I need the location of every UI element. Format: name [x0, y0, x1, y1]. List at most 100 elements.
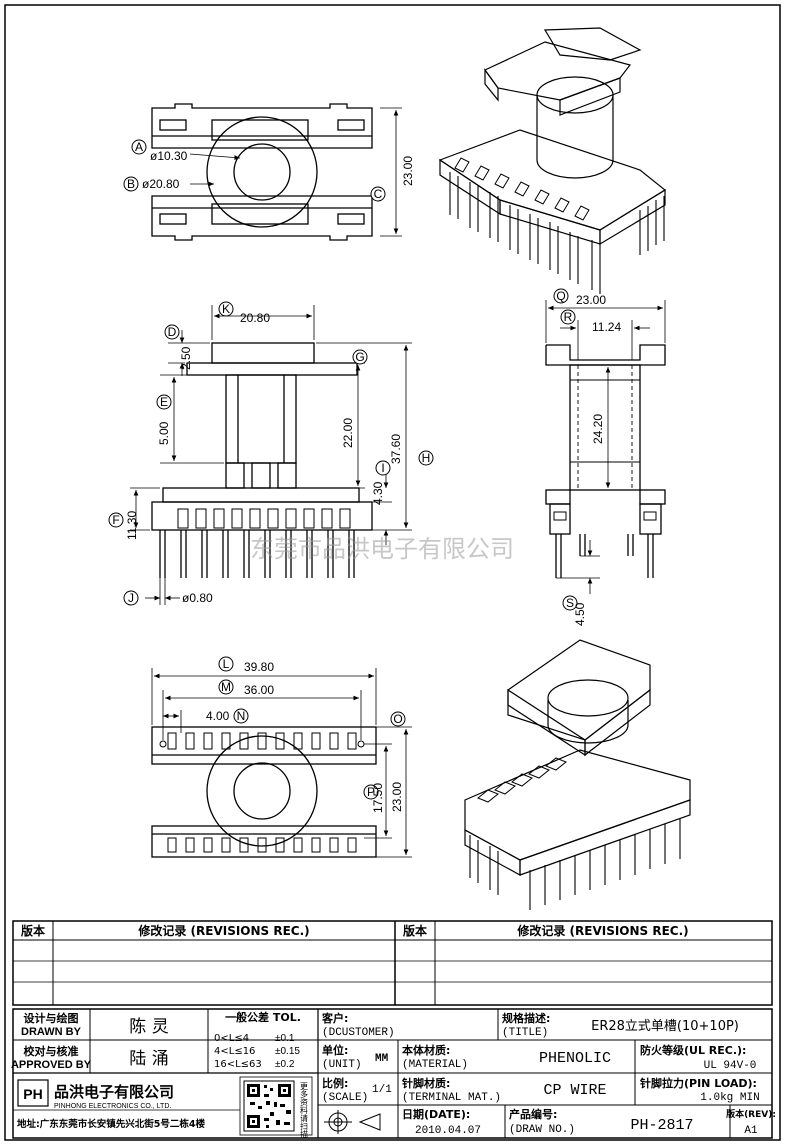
- marker-g: G: [355, 350, 364, 364]
- revisions-headers: 版本 修改记录 (REVISIONS REC.) 版本 修改记录 (REVISI…: [21, 923, 689, 938]
- qr-side-text: 更多资料请扫描: [300, 1082, 309, 1139]
- draw-no-label-en: (DRAW NO.): [509, 1124, 575, 1136]
- unit-label-zh: 单位:: [322, 1043, 348, 1057]
- company-block: PH 品洪电子有限公司 PINHONG ELECTRONICS CO., LTD…: [17, 1079, 206, 1130]
- marker-d: D: [168, 325, 177, 339]
- customer-label-en: (DCUSTOMER): [322, 1027, 395, 1039]
- marker-c: C: [374, 187, 383, 201]
- tol-range-2: 4<L≤16: [214, 1046, 255, 1057]
- marker-r: R: [564, 310, 573, 324]
- approved-label-zh: 校对与核准: [24, 1044, 79, 1058]
- marker-i: I: [381, 461, 384, 475]
- watermark: 东莞市品洪电子有限公司: [250, 535, 514, 563]
- unit-value: MM: [375, 1053, 389, 1065]
- dim-c-label: 23.00: [401, 156, 415, 186]
- dim-d-label: 2.50: [179, 346, 193, 370]
- title-label-zh: 规格描述:: [502, 1011, 550, 1025]
- projection-symbol-icon: [324, 1110, 381, 1134]
- marker-k: K: [222, 302, 230, 316]
- title-block-text: 设计与绘图 DRAWN BY 陈 灵 校对与核准 APPROVED BY 陆 涌…: [11, 1010, 776, 1137]
- pin-load-label: 针脚拉力(PIN LOAD):: [640, 1076, 757, 1090]
- company-name-en: PINHONG ELECTRONICS CO., LTD.: [54, 1103, 171, 1110]
- dim-q-label: 23.00: [576, 293, 606, 307]
- title-block: [12, 1008, 773, 1139]
- rev-label: 版本(REV):: [725, 1108, 776, 1120]
- terminal-label-zh: 针脚材质:: [402, 1076, 450, 1090]
- ul-label: 防火等级(UL REC.):: [640, 1043, 746, 1057]
- marker-j: J: [128, 591, 134, 605]
- top-view: [151, 103, 402, 241]
- marker-q: Q: [556, 289, 565, 303]
- dim-i-label: 4.30: [371, 481, 385, 505]
- terminal-value: CP WIRE: [543, 1082, 606, 1099]
- tol-range-3: 16<L≤63: [214, 1059, 262, 1070]
- date-label: 日期(DATE):: [402, 1107, 470, 1121]
- marker-s: S: [566, 596, 574, 610]
- marker-a: A: [135, 140, 143, 154]
- rev-col-record-right: 修改记录 (REVISIONS REC.): [516, 923, 688, 938]
- drawn-label-en: DRAWN BY: [21, 1026, 82, 1038]
- pin-load-value: 1.0kg MIN: [700, 1092, 759, 1104]
- dim-f-label: 11.30: [125, 511, 139, 540]
- dim-j-label: ø0.80: [182, 591, 213, 605]
- side-view-labels: Q 23.00 R 11.24 24.20 S 4.50: [553, 288, 621, 626]
- marker-o: O: [393, 712, 402, 726]
- tol-value-3: ±0.2: [275, 1059, 295, 1070]
- isometric-view-top: [438, 27, 667, 294]
- rev-col-version-left: 版本: [21, 923, 45, 938]
- dim-n-label: 4.00: [206, 709, 230, 723]
- scale-value: 1/1: [372, 1084, 392, 1096]
- bottom-view-labels: L 39.80 M 36.00 4.00 N O P 17.50 23.00: [206, 656, 406, 813]
- tol-value-1: ±0.1: [275, 1033, 295, 1044]
- side-view: [545, 300, 666, 594]
- dim-e-label: 5.00: [157, 421, 171, 445]
- company-logo-text: PH: [23, 1086, 42, 1102]
- scale-label-zh: 比例:: [322, 1076, 348, 1090]
- scale-label-en: (SCALE): [322, 1092, 368, 1104]
- title-label-en: (TITLE): [502, 1027, 548, 1039]
- customer-label-zh: 客户:: [321, 1011, 348, 1025]
- title-value: ER28立式单槽(10+10P): [591, 1019, 739, 1034]
- top-view-labels: A ø10.30 B ø20.80 C 23.00: [123, 139, 415, 202]
- company-address: 地址:广东东莞市长安镇先兴北街5号二栋4楼: [17, 1118, 206, 1130]
- revisions-table: [12, 920, 773, 1006]
- tol-value-2: ±0.15: [275, 1046, 300, 1057]
- approved-value: 陆 涌: [129, 1049, 168, 1069]
- rev-col-version-right: 版本: [403, 923, 427, 938]
- marker-f: F: [112, 513, 119, 527]
- material-value: PHENOLIC: [539, 1050, 611, 1067]
- dim-k-label: 20.80: [240, 311, 270, 325]
- tol-range-1: 0<L≤4: [214, 1033, 249, 1044]
- isometric-view-bottom: [464, 639, 691, 910]
- marker-b: B: [127, 177, 135, 191]
- front-view: [130, 305, 412, 605]
- front-view-labels: K 20.80 D 2.50 G E 5.00 22.00 H 37.60 I …: [108, 301, 434, 606]
- sheet-border: [4, 4, 781, 1141]
- approved-label-en: APPROVED BY: [11, 1059, 92, 1071]
- ul-value: UL 94V-0: [704, 1060, 757, 1072]
- dim-a-label: ø10.30: [150, 149, 188, 163]
- drawn-value: 陈 灵: [129, 1017, 168, 1037]
- rev-value: A1: [744, 1125, 758, 1137]
- marker-h: H: [422, 451, 431, 465]
- dim-22-label: 22.00: [341, 418, 355, 448]
- material-label-zh: 本体材质:: [402, 1043, 450, 1057]
- date-value: 2010.04.07: [415, 1125, 481, 1137]
- bottom-view: [151, 668, 412, 858]
- marker-m: M: [221, 680, 231, 694]
- dim-r-label: 11.24: [592, 320, 621, 334]
- company-logo: [17, 1079, 49, 1107]
- terminal-label-en: (TERMINAL MAT.): [402, 1092, 501, 1104]
- dim-s-label: 4.50: [573, 602, 587, 626]
- dim-p2-label: 23.00: [390, 782, 404, 812]
- qr-code-icon: [243, 1080, 295, 1132]
- material-label-en: (MATERIAL): [402, 1059, 468, 1071]
- marker-p: P: [367, 785, 375, 799]
- marker-n: N: [237, 709, 246, 723]
- company-name-zh: 品洪电子有限公司: [54, 1083, 174, 1101]
- tol-title: 一般公差 TOL.: [225, 1010, 301, 1024]
- unit-label-en: (UNIT): [322, 1059, 362, 1071]
- dim-p-label: 17.50: [371, 783, 385, 813]
- dim-m-label: 36.00: [244, 683, 274, 697]
